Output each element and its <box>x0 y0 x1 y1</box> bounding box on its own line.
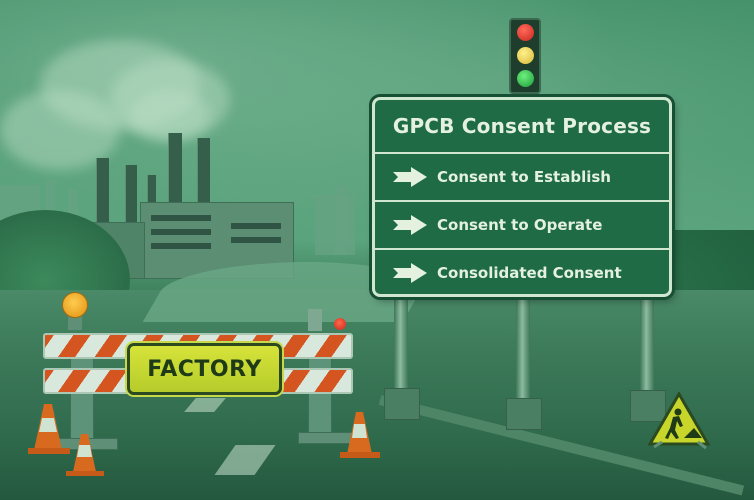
traffic-cone-icon <box>28 404 70 454</box>
consent-process-sign: GPCB Consent Process Consent to Establis… <box>372 97 672 297</box>
men-at-work-icon <box>648 392 710 450</box>
sign-item-consent-to-establish[interactable]: Consent to Establish <box>375 154 669 202</box>
factory-sign: FACTORY <box>127 343 282 395</box>
traffic-cone-icon <box>340 412 380 458</box>
arrow-right-icon <box>393 167 427 187</box>
sign-item-label: Consent to Operate <box>437 216 603 234</box>
sign-post <box>640 298 654 396</box>
lamp-mount <box>308 309 322 331</box>
arrow-right-icon <box>393 263 427 283</box>
chimney <box>96 158 109 228</box>
sign-post-base <box>630 390 666 422</box>
sign-post-base <box>506 398 542 430</box>
sign-item-consent-to-operate[interactable]: Consent to Operate <box>375 202 669 250</box>
traffic-cone-icon <box>66 434 104 476</box>
sign-title: GPCB Consent Process <box>375 100 669 154</box>
chimney <box>125 165 137 225</box>
smoke-cloud <box>0 90 120 170</box>
green-lamp-icon <box>517 70 534 87</box>
chimney <box>147 175 156 225</box>
sign-post <box>516 298 530 406</box>
smoke-cloud <box>40 40 200 130</box>
traffic-light <box>509 18 541 94</box>
red-warning-light-icon <box>334 318 346 330</box>
smoke-cloud <box>130 90 210 140</box>
sign-item-consolidated-consent[interactable]: Consolidated Consent <box>375 250 669 296</box>
chimney <box>197 138 210 223</box>
lamp-mount <box>68 316 82 330</box>
sign-item-label: Consolidated Consent <box>437 264 622 282</box>
red-lamp-icon <box>517 24 534 41</box>
yellow-lamp-icon <box>517 47 534 64</box>
smoke-cloud <box>110 60 230 140</box>
barrier-leg <box>70 350 94 442</box>
sign-item-label: Consent to Establish <box>437 168 611 186</box>
building <box>335 185 347 255</box>
amber-warning-light-icon <box>62 292 88 318</box>
sign-post <box>394 298 408 398</box>
sign-post-base <box>384 388 420 420</box>
arrow-right-icon <box>393 215 427 235</box>
chimney <box>168 133 182 223</box>
